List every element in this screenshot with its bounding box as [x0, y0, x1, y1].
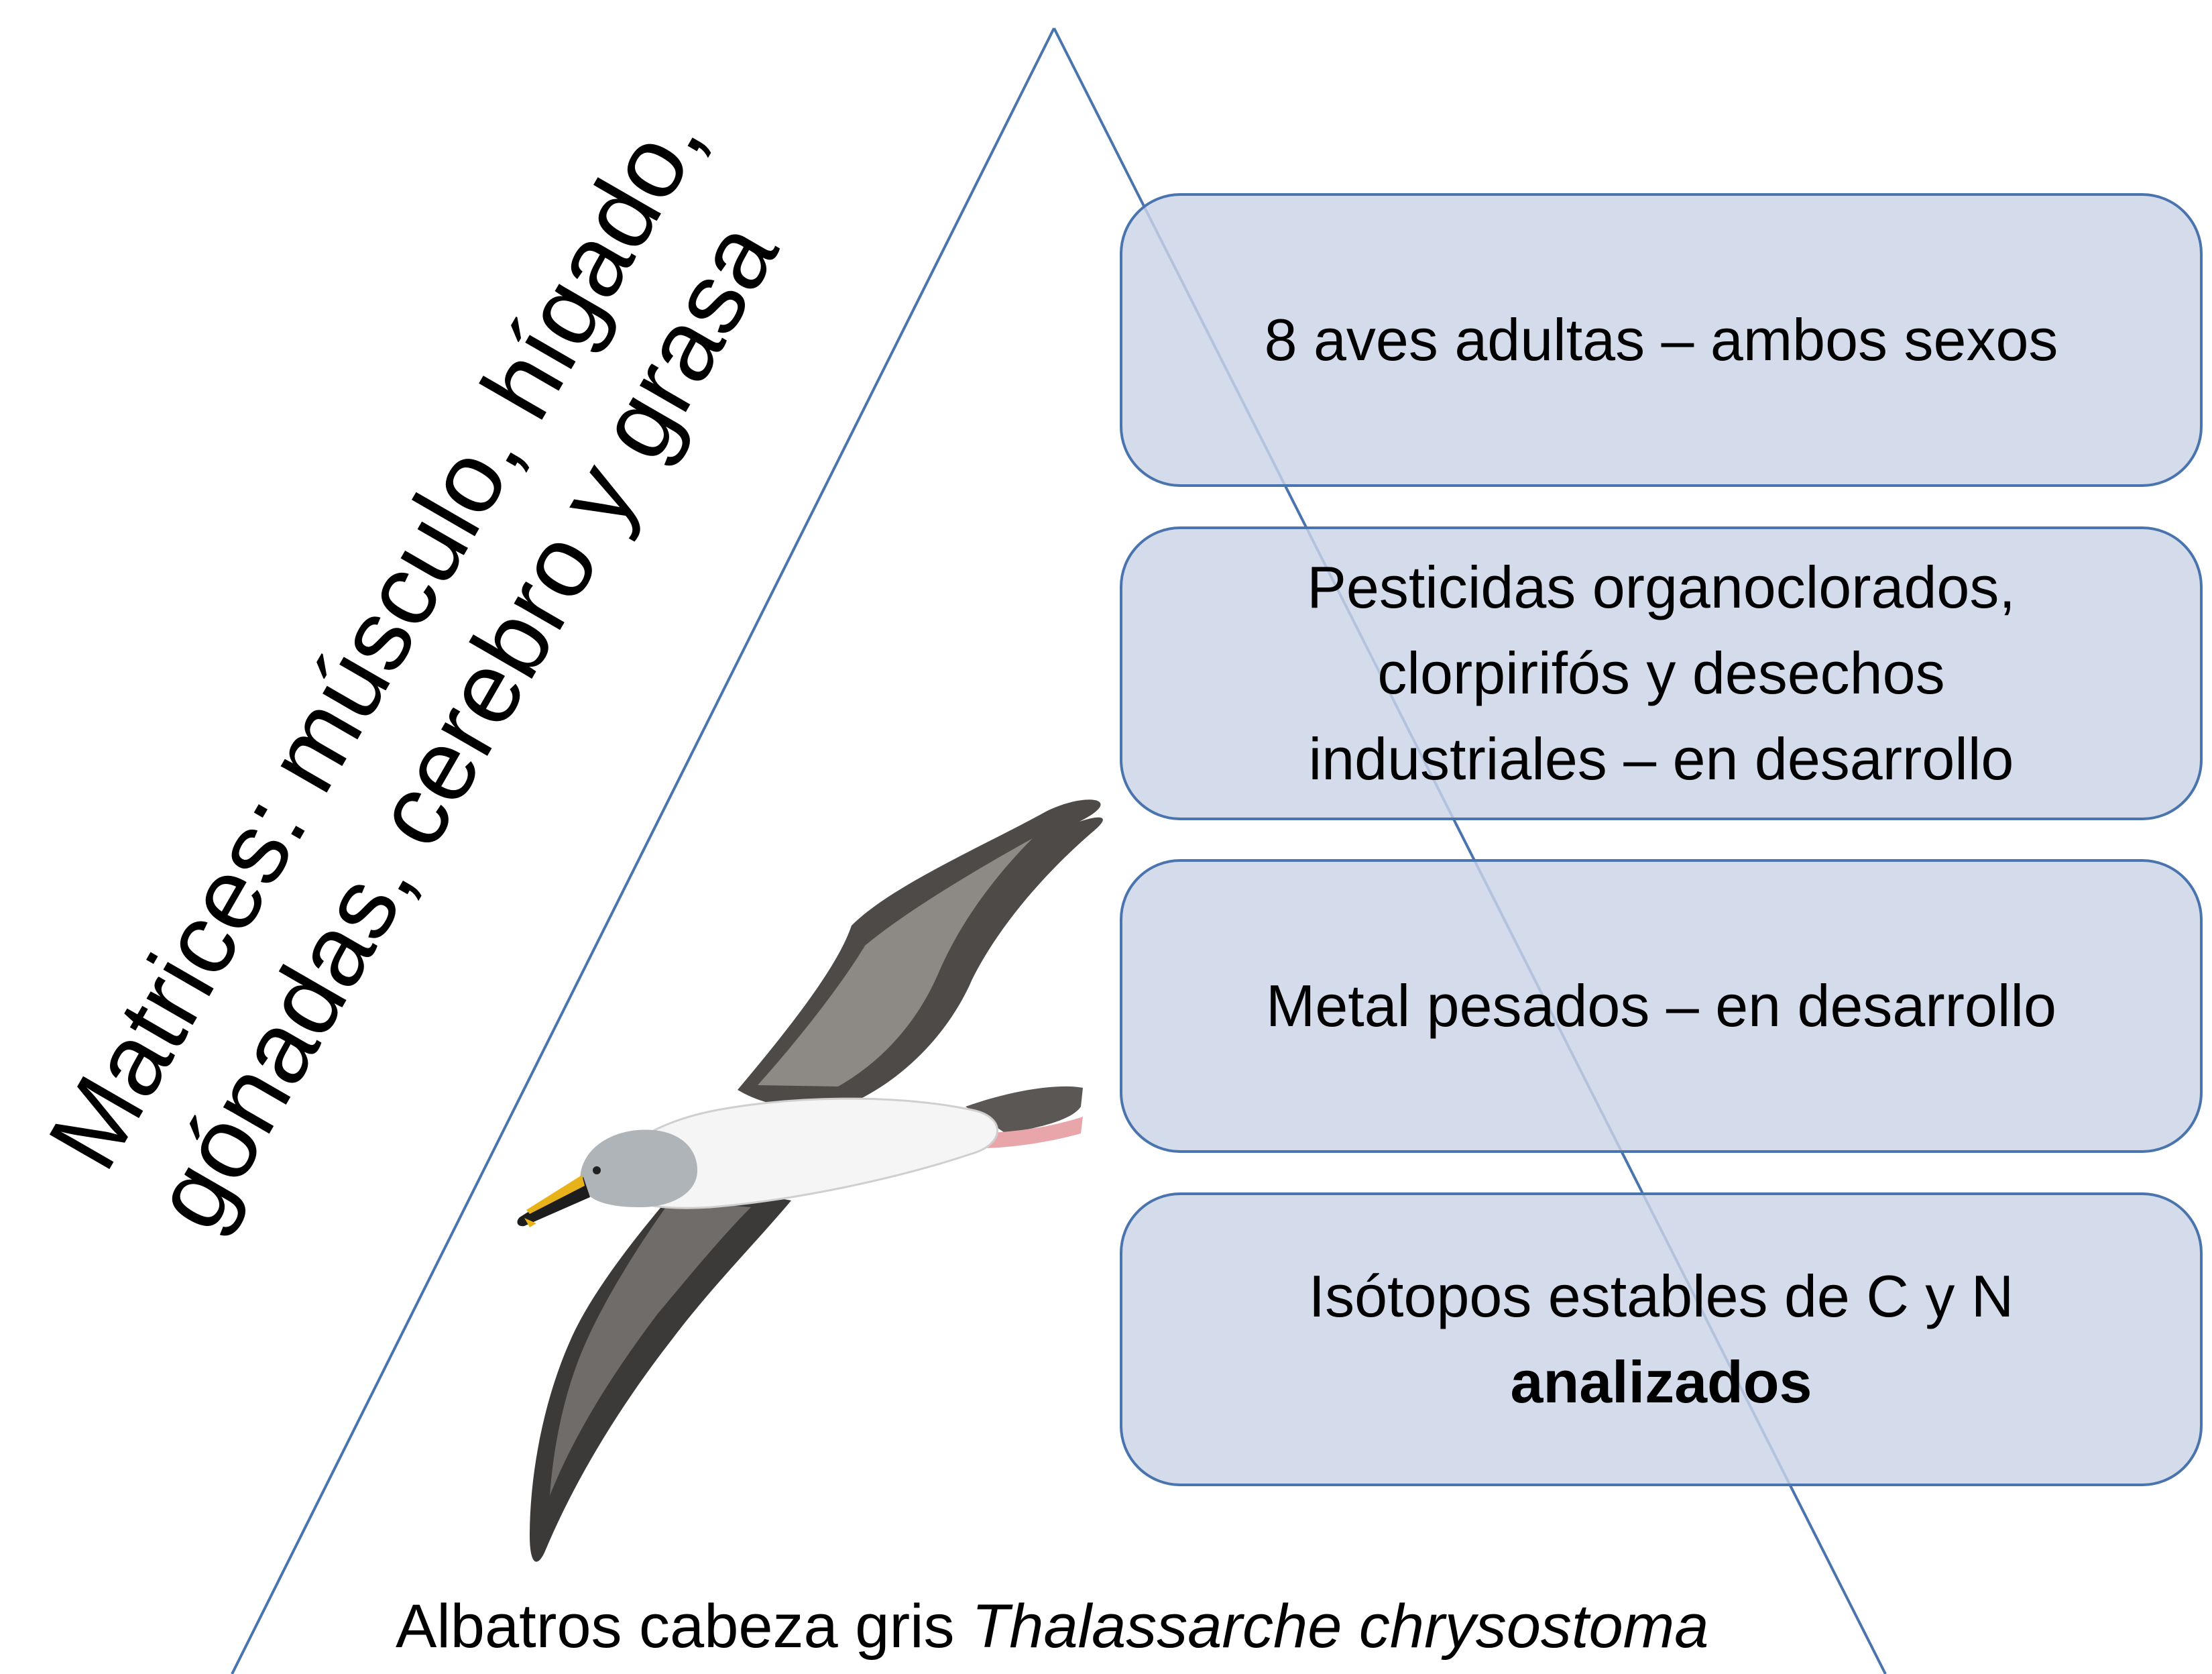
species-scientific-name: Thalassarche chrysostoma	[972, 1592, 1709, 1661]
info-box-isotopes-status: analizados	[1510, 1349, 1812, 1415]
info-box-isotopes: Isótopos estables de C y N analizados	[1120, 1192, 2203, 1486]
info-box-isotopes-line-1: Isótopos estables de C y N	[1308, 1263, 2014, 1329]
albatross-icon	[517, 799, 1103, 1562]
info-box-heavy-metals-text: Metal pesados – en desarrollo	[1266, 972, 2056, 1039]
info-box-pesticides-line-1: Pesticidas organoclorados,	[1307, 554, 2016, 620]
info-box-pesticides-line-2: clorpirifós y desechos	[1377, 640, 1945, 706]
info-box-pesticides-line-3: industriales – en desarrollo	[1308, 726, 2014, 792]
species-common-name: Albatros cabeza gris	[396, 1592, 955, 1661]
species-caption: Albatros cabeza gris Thalassarche chryso…	[396, 1586, 1708, 1667]
triangle-left-edge	[231, 27, 1055, 1674]
info-box-pesticides: Pesticidas organoclorados, clorpirifós y…	[1120, 526, 2203, 820]
info-box-sample-text: 8 aves adultas – ambos sexos	[1264, 306, 2058, 373]
info-box-sample: 8 aves adultas – ambos sexos	[1120, 193, 2203, 487]
info-box-heavy-metals: Metal pesados – en desarrollo	[1120, 859, 2203, 1153]
